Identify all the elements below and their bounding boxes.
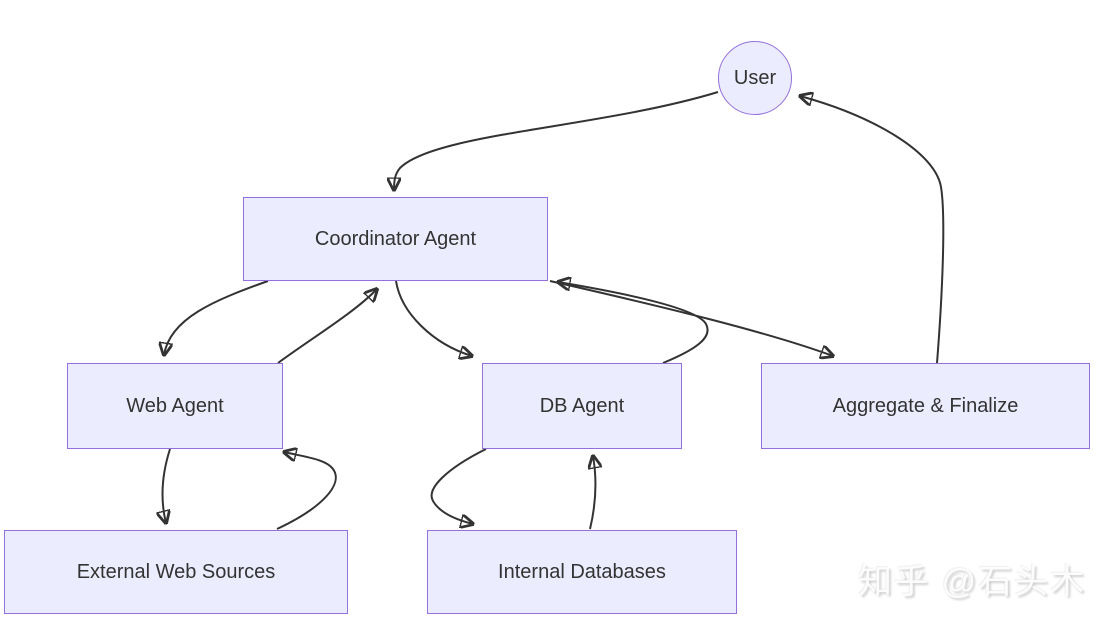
node-user-label: User [733, 66, 777, 89]
watermark: 知乎 @石头木 [858, 563, 1086, 601]
edge-external-to-web-agent [276, 452, 337, 530]
node-coordinator-agent: Coordinator Agent [243, 197, 548, 281]
node-web-agent-label: Web Agent [126, 394, 224, 417]
edge-coordinator-to-db-agent [395, 280, 472, 356]
node-db-agent: DB Agent [482, 363, 682, 449]
edge-db-agent-to-coordinator [558, 282, 709, 364]
node-internal-databases-label: Internal Databases [498, 560, 666, 583]
node-internal-databases: Internal Databases [427, 530, 737, 614]
node-aggregate-finalize: Aggregate & Finalize [761, 363, 1090, 449]
edge-user-to-coordinator [394, 91, 719, 190]
edge-internal-to-db-agent [590, 456, 595, 530]
node-web-agent: Web Agent [67, 363, 283, 449]
node-db-agent-label: DB Agent [539, 394, 625, 417]
edge-db-agent-to-internal [430, 448, 487, 524]
edge-web-agent-to-external [163, 448, 170, 523]
node-coordinator-agent-label: Coordinator Agent [314, 227, 477, 250]
edge-coordinator-to-aggregate [549, 280, 833, 356]
edge-web-agent-to-coordinator [277, 289, 377, 364]
node-aggregate-finalize-label: Aggregate & Finalize [832, 394, 1019, 417]
edge-aggregate-to-user [800, 96, 945, 364]
node-external-web-sources: External Web Sources [4, 530, 348, 614]
edge-coordinator-to-web-agent [164, 280, 269, 355]
node-user: User [718, 41, 792, 115]
node-external-web-sources-label: External Web Sources [76, 560, 276, 583]
